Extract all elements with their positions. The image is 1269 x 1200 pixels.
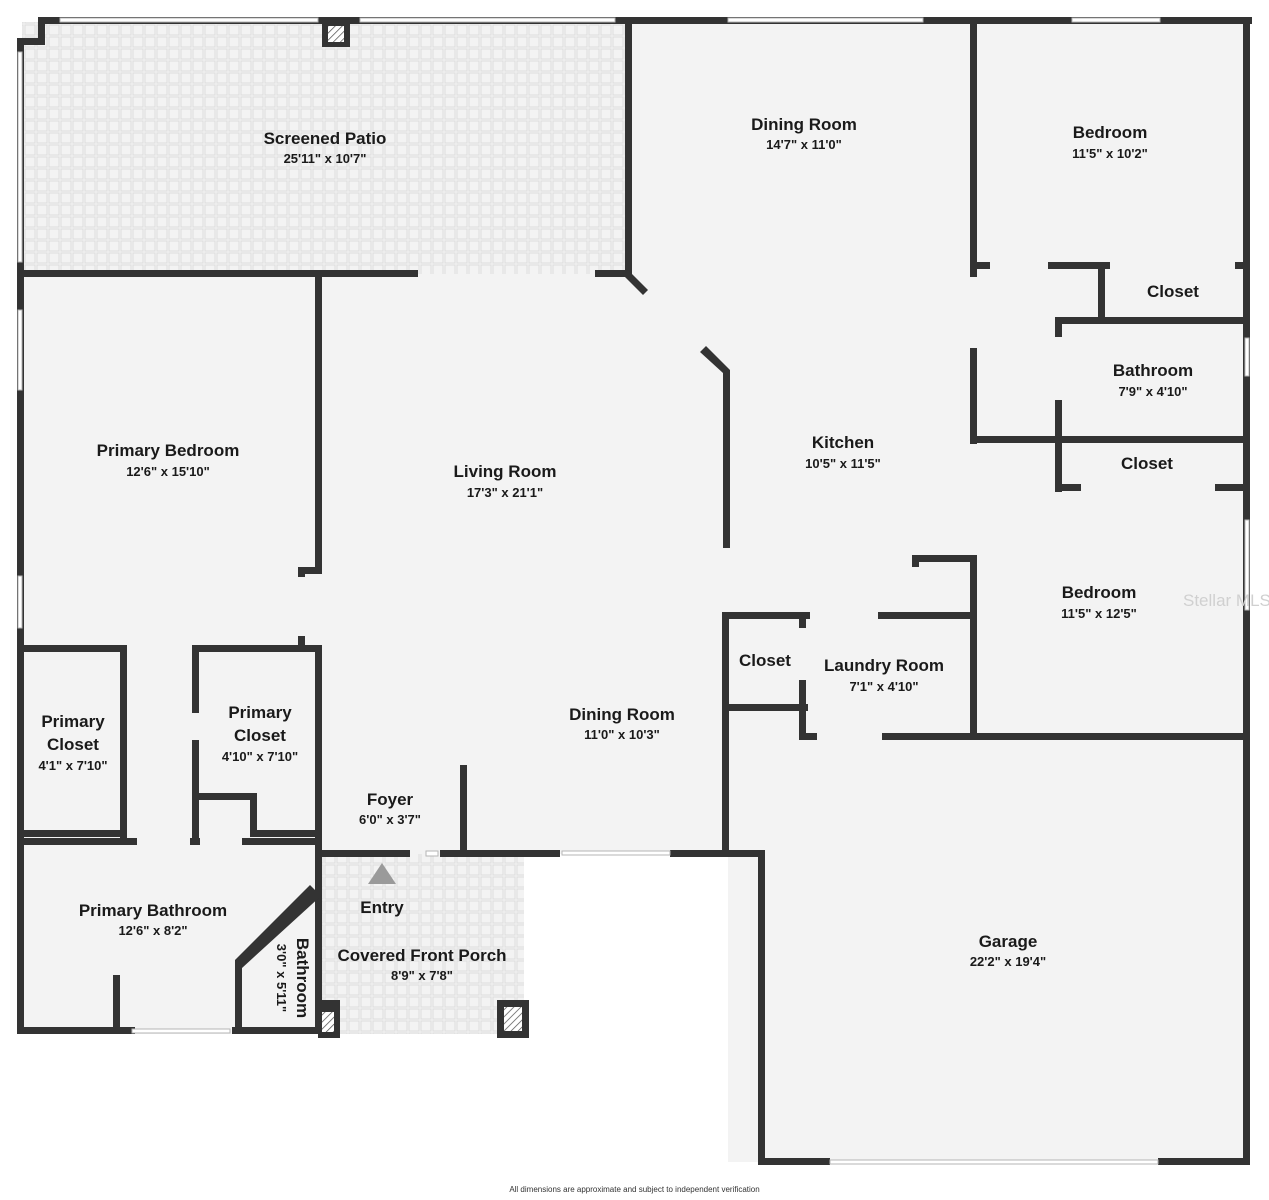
room-name-primary-closet-b-1: Primary — [228, 703, 292, 722]
entry-arrow-icon — [368, 863, 396, 884]
room-name-dining-room-main: Dining Room — [569, 705, 675, 724]
room-dim-primary-bathroom: 12'6" x 8'2" — [118, 923, 187, 938]
room-name-closet-top: Closet — [1147, 282, 1199, 301]
room-name-laundry-room: Laundry Room — [824, 656, 944, 675]
room-name-primary-closet-a-1: Primary — [41, 712, 105, 731]
room-name-kitchen: Kitchen — [812, 433, 874, 452]
room-labels: Screened Patio 25'11" x 10'7" Dining Roo… — [38, 115, 1199, 1018]
footer-note: All dimensions are approximate and subje… — [509, 1185, 760, 1194]
room-name-closet-mid: Closet — [1121, 454, 1173, 473]
room-name-primary-closet-b-2: Closet — [234, 726, 286, 745]
room-name-entry: Entry — [360, 898, 404, 917]
room-name-living-room: Living Room — [454, 462, 557, 481]
patio-floor — [22, 22, 628, 274]
floor-fills — [22, 22, 1246, 1162]
windows — [17, 17, 1250, 1165]
room-name-bathroom-hall: Bathroom — [1113, 361, 1193, 380]
room-name-bedroom-mid: Bedroom — [1062, 583, 1137, 602]
room-name-primary-bathroom: Primary Bathroom — [79, 901, 227, 920]
room-dim-primary-closet-a: 4'1" x 7'10" — [38, 758, 107, 773]
room-dim-bathroom-hall: 7'9" x 4'10" — [1118, 384, 1187, 399]
room-name-foyer: Foyer — [367, 790, 414, 809]
room-dim-bedroom-mid: 11'5" x 12'5" — [1061, 606, 1137, 621]
room-name-screened-patio: Screened Patio — [264, 129, 387, 148]
room-dim-primary-bedroom: 12'6" x 15'10" — [126, 464, 210, 479]
room-dim-bedroom-top: 11'5" x 10'2" — [1072, 146, 1148, 161]
room-name-bedroom-top: Bedroom — [1073, 123, 1148, 142]
watermark: Stellar MLS — [1183, 591, 1269, 610]
room-dim-bathroom-small: 3'0" x 5'11" — [274, 944, 289, 1012]
room-dim-primary-closet-b: 4'10" x 7'10" — [222, 749, 298, 764]
room-dim-dining-room-top: 14'7" x 11'0" — [766, 137, 842, 152]
room-name-primary-closet-a-2: Closet — [47, 735, 99, 754]
room-name-closet-laundry: Closet — [739, 651, 791, 670]
room-dim-screened-patio: 25'11" x 10'7" — [284, 151, 367, 166]
room-dim-dining-room-main: 11'0" x 10'3" — [584, 727, 660, 742]
room-dim-covered-porch: 8'9" x 7'8" — [391, 968, 453, 983]
room-dim-foyer: 6'0" x 3'7" — [359, 812, 421, 827]
room-name-dining-room-top: Dining Room — [751, 115, 857, 134]
room-dim-laundry-room: 7'1" x 4'10" — [849, 679, 918, 694]
room-name-bathroom-small: Bathroom — [293, 938, 312, 1018]
porch-floor — [318, 854, 524, 1034]
room-name-garage: Garage — [979, 932, 1038, 951]
room-name-primary-bedroom: Primary Bedroom — [97, 441, 240, 460]
room-dim-kitchen: 10'5" x 11'5" — [805, 456, 881, 471]
room-dim-garage: 22'2" x 19'4" — [970, 954, 1046, 969]
room-dim-living-room: 17'3" x 21'1" — [467, 485, 543, 500]
room-name-covered-porch: Covered Front Porch — [337, 946, 506, 965]
